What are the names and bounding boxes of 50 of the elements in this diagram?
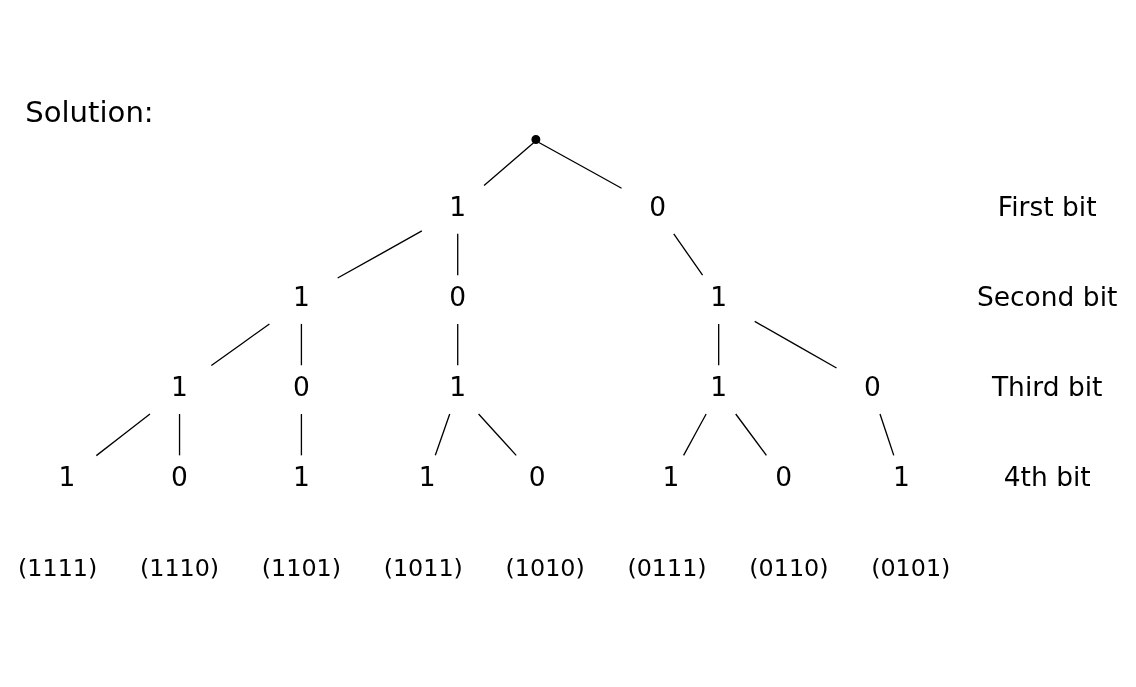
node-text: 1	[710, 281, 728, 313]
connector	[735, 413, 768, 456]
label: Third bit	[991, 371, 1103, 403]
node-label: (1110)	[139, 553, 220, 582]
connector	[457, 323, 459, 366]
node-label: (1101)	[261, 553, 342, 582]
connector	[300, 413, 303, 456]
node-text: 0	[528, 461, 546, 493]
node-text: 1	[710, 371, 728, 403]
label: First bit	[997, 191, 1097, 223]
node-text: 1	[58, 461, 76, 493]
node-label: (1011)	[383, 553, 463, 582]
connector	[457, 233, 459, 276]
node-text: 0	[863, 371, 881, 403]
connector	[300, 323, 303, 366]
connector	[483, 142, 535, 187]
connector	[754, 320, 838, 369]
node-label: (1111)	[18, 553, 98, 582]
connector	[210, 323, 271, 367]
label: 4th bit	[1003, 461, 1091, 493]
connector	[95, 413, 151, 457]
node-label: (0101)	[871, 553, 951, 582]
connector	[879, 413, 895, 456]
node-label: (1010)	[505, 553, 585, 582]
connector	[336, 230, 423, 279]
node-text: 1	[893, 461, 910, 493]
connector	[682, 413, 707, 456]
node-text: 0	[292, 371, 310, 403]
connector	[178, 413, 181, 456]
node-text: 0	[775, 461, 793, 493]
node-text: 0	[449, 281, 467, 313]
node-text: 1	[662, 461, 680, 493]
label: Second bit	[976, 281, 1118, 313]
connector	[477, 413, 517, 456]
node-text: 0	[649, 191, 667, 223]
node-dot	[531, 135, 541, 144]
node-text: 1	[449, 371, 467, 403]
node-label: (0111)	[627, 553, 707, 582]
node-text: 0	[171, 461, 188, 493]
diagram-title: Solution:	[25, 94, 154, 129]
node-text: 1	[171, 371, 188, 403]
node-text: 1	[418, 461, 436, 493]
connector	[718, 323, 720, 366]
node-label: (0110)	[749, 553, 829, 582]
node-text: 1	[292, 281, 310, 313]
node-text: 1	[449, 191, 467, 223]
connector	[673, 233, 704, 276]
node-text: 1	[292, 461, 310, 493]
connector	[434, 413, 451, 456]
connector	[538, 141, 623, 189]
